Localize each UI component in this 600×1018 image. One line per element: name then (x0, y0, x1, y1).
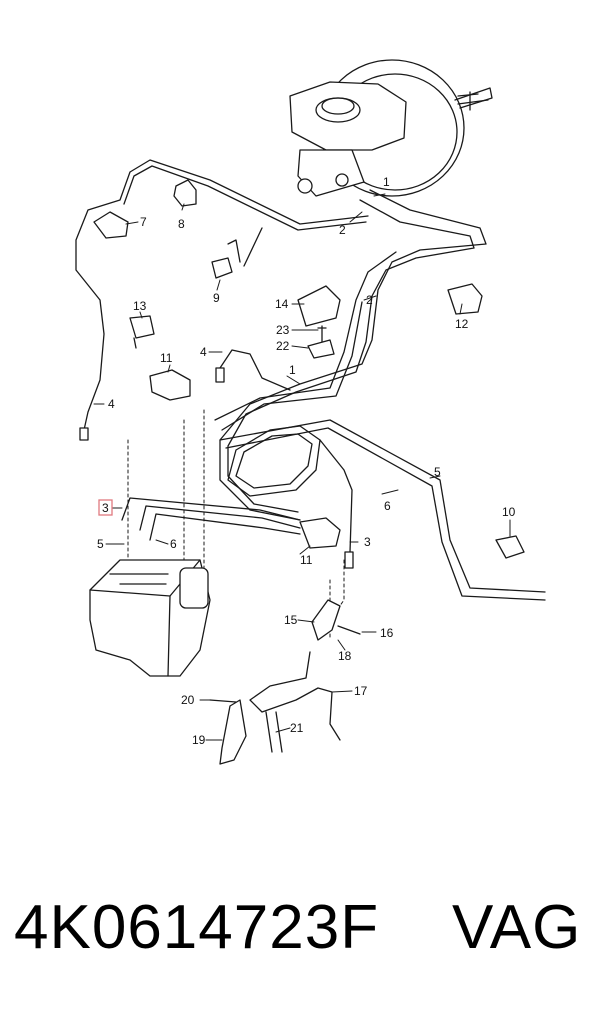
label-clip-22: 22 (276, 339, 290, 353)
label-clip-10: 10 (502, 505, 516, 519)
label-hose-4-left: 4 (108, 397, 115, 411)
label-booster-1: 1 (383, 175, 390, 189)
label-pipe-6-right: 6 (384, 499, 391, 513)
part-labels: 1 2 7 8 9 2 13 14 12 23 22 4 11 1 4 5 6 … (97, 175, 516, 747)
label-pipe-5-left: 5 (97, 537, 104, 551)
label-bolt-16: 16 (380, 626, 394, 640)
label-pipe-5-right: 5 (434, 465, 441, 479)
bracket-19 (209, 699, 247, 765)
hose-4-left-fitting (79, 427, 89, 441)
highlight-box (98, 499, 113, 516)
label-pipe-2-mid: 2 (366, 293, 373, 307)
label-clip-13: 13 (133, 299, 147, 313)
sensor-9 (211, 227, 263, 279)
label-bracket-14: 14 (275, 297, 289, 311)
holder-8 (173, 179, 197, 207)
part-number: 4K0614723F (14, 893, 380, 962)
brand-name: VAG (452, 893, 582, 962)
leader-lines (93, 193, 511, 741)
hose-4-mid (215, 349, 291, 391)
label-holder-11-bottom: 11 (300, 553, 313, 567)
brake-system-diagram: 1 2 7 8 9 2 13 14 12 23 22 4 11 1 4 5 6 … (75, 59, 546, 765)
abs-unit (89, 559, 211, 677)
label-nut-18: 18 (338, 649, 352, 663)
clip-10 (495, 535, 525, 559)
label-hose-4-mid: 4 (200, 345, 207, 359)
holder-11-bottom (299, 517, 341, 549)
bracket-15 (311, 599, 361, 641)
clip-22 (307, 339, 335, 359)
label-holder-11-top: 11 (160, 351, 173, 365)
label-pipe-6-left: 6 (170, 537, 177, 551)
label-pipe-1: 1 (289, 363, 296, 377)
clip-13 (129, 315, 155, 349)
label-bolt-23: 23 (276, 323, 290, 337)
label-hose-3-right: 3 (364, 535, 371, 549)
clip-21 (265, 711, 283, 753)
label-bracket-15: 15 (284, 613, 298, 627)
label-clip-12: 12 (455, 317, 469, 331)
abs-pipes (121, 497, 301, 541)
label-clip-7: 7 (140, 215, 147, 229)
hose-17 (249, 651, 341, 741)
clip-7 (93, 211, 129, 239)
label-sensor-9: 9 (213, 291, 220, 305)
bracket-14 (297, 285, 341, 327)
label-hose-17: 17 (354, 684, 368, 698)
label-clip-21: 21 (290, 721, 304, 735)
label-bracket-19: 19 (192, 733, 206, 747)
clip-12 (447, 283, 483, 315)
label-pipe-3-left: 3 (102, 501, 109, 515)
holder-11-top (149, 369, 191, 401)
label-holder-8: 8 (178, 217, 185, 231)
hose-3-right (319, 439, 354, 569)
brake-pipe-loop (219, 419, 546, 601)
master-cylinder (289, 81, 407, 197)
brake-pipe-bundle (214, 189, 487, 521)
label-bolt-20: 20 (181, 693, 195, 707)
label-pipe-2-top: 2 (339, 223, 346, 237)
brake-pipe-top (75, 159, 369, 431)
